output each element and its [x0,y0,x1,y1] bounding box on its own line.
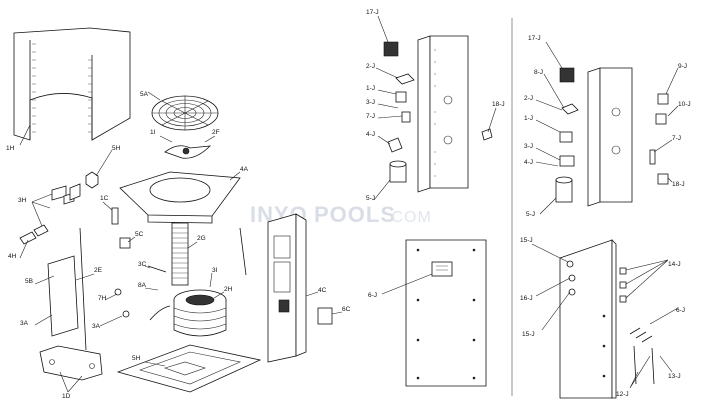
right-bottom-leaders [531,243,679,389]
watermark-site: POOLS [314,202,396,227]
label-mt-2: 2-J [366,63,375,70]
access-bracket [39,345,103,381]
fittings-assembly [19,183,81,245]
label-switch: 6C [342,306,351,313]
watermark-suffix: .COM [386,209,432,226]
label-tube: 8A [138,282,147,289]
label-rt-8: 9-J [678,63,687,70]
cabinet-wrap [13,27,131,141]
label-rt-9: 10-J [678,101,691,108]
valves-and-sensors [79,171,247,351]
label-rb-1: 15-J [520,237,533,244]
insulation-panel [47,255,79,337]
top-panel [119,171,241,224]
label-valve: 5H [112,145,121,152]
label-relief: 5B [25,278,33,285]
label-mt-1: 17-J [366,9,379,16]
label-rb-3: 15-J [522,331,535,338]
label-mt-4: 3-J [366,99,375,106]
label-rt-7: 5-J [526,211,535,218]
label-mt-6: 4-J [366,131,375,138]
label-capillary: 3C [138,261,147,268]
label-motor-bracket: 2F [212,129,220,136]
label-top-panel: 4A [240,166,249,173]
middle-bottom-assembly [405,239,487,387]
label-mt-7: 5-J [366,195,375,202]
middle-bottom-labels: 6-J [368,292,377,299]
right-bottom-labels: 15-J 16-J 15-J 14-J 6-J 12-J 13-J [520,237,685,398]
right-bottom-assembly [559,239,655,399]
label-mb-1: 6-J [368,292,377,299]
left-leaders [19,91,343,393]
compressor [173,289,227,337]
label-cabinet: 1H [6,145,15,152]
label-rb-4: 14-J [668,261,681,268]
fan-blade [164,145,212,159]
label-rb-6: 12-J [616,391,629,398]
label-fan: 5A [140,91,149,98]
label-rt-5: 3-J [524,143,533,150]
fan-grille [151,95,219,131]
evaporator-coil [171,222,189,286]
label-wire: 5H [132,355,141,362]
middle-top-leaders [373,15,497,201]
left-labels: 1H 5A 1I 2F 5H 4A 3H 1C 4H 5C 5B 2E 3A 7… [6,91,351,400]
right-top-leaders [535,41,679,215]
middle-top-labels: 17-J 2-J 1-J 3-J 7-J 4-J 5-J 18-J [366,9,505,202]
label-mt-5: 7-J [366,113,375,120]
label-rb-2: 16-J [520,295,533,302]
label-rt-4: 1-J [524,115,533,122]
label-rb-5: 6-J [676,307,685,314]
label-rt-6: 4-J [524,159,533,166]
right-top-assembly [555,67,669,207]
base-pan [116,344,262,393]
label-mt-8: 18-J [492,101,505,108]
control-box [267,213,333,363]
label-union: 4H [8,253,17,260]
label-rt-10: 7-J [672,135,681,142]
label-heater-panel: 3A [20,320,29,327]
label-rb-7: 13-J [668,373,681,380]
label-probe: 1C [100,195,109,202]
label-rt-2: 8-J [534,69,543,76]
label-insulation: 2E [94,267,103,274]
right-top-labels: 17-J 8-J 2-J 1-J 3-J 4-J 5-J 9-J 10-J 7-… [524,35,691,218]
label-access-panel: 2G [197,235,206,242]
label-rt-11: 18-J [672,181,685,188]
label-fan-motor: 1I [150,129,156,136]
label-rt-3: 2-J [524,95,533,102]
middle-bottom-leaders [381,273,433,295]
label-rt-1: 17-J [528,35,541,42]
label-base-panel: 1D [62,393,71,400]
label-fittings: 3H [18,197,27,204]
label-thermostat: 7H [98,295,107,302]
label-mt-3: 1-J [366,85,375,92]
label-gauge: 3I [212,267,218,274]
label-coil: 2H [224,286,233,293]
label-compressor: 3A [92,323,101,330]
label-control-box: 4C [318,287,327,294]
label-sensor: 5C [135,231,144,238]
middle-top-assembly [383,35,493,193]
